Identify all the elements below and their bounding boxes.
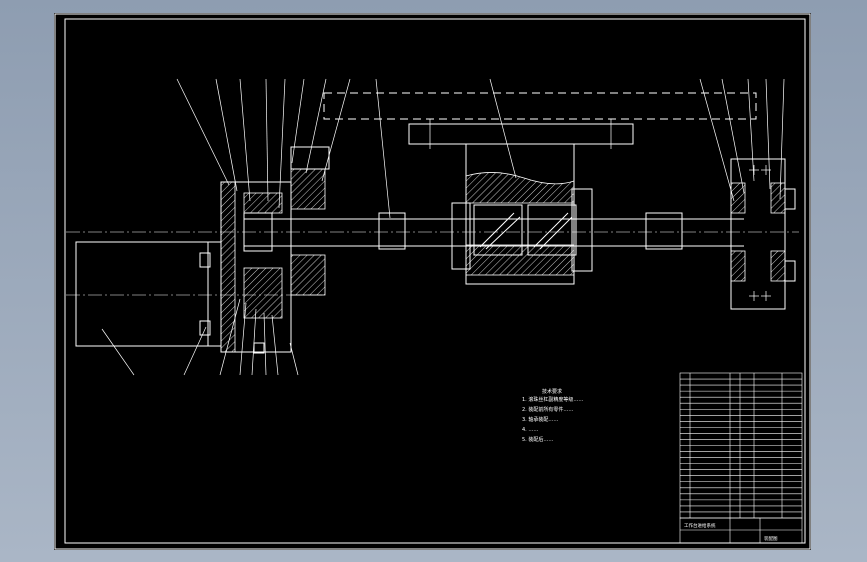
leader-lines-top (176, 78, 785, 219)
left-gearbox (220, 146, 330, 354)
ball-screw-shaft (66, 212, 799, 250)
cad-viewport[interactable]: 技术要求 1. 滚珠丝杠副精度等级…… 2. 装配前所有零件…… 3. 轴承装配… (54, 13, 811, 550)
parts-list (679, 372, 803, 519)
title-block: 工作台进给系统 装配图 (679, 517, 803, 544)
right-bearing-support (730, 158, 796, 310)
note-5: 5. 装配后…… (522, 436, 553, 443)
ballscrew-nut (451, 143, 593, 285)
note-2: 2. 装配前所有零件…… (522, 406, 573, 413)
motor (66, 241, 324, 347)
note-1: 1. 滚珠丝杠副精度等级…… (522, 396, 583, 403)
outer-frame (54, 13, 811, 550)
note-3: 3. 轴承装配…… (522, 416, 558, 423)
technical-notes: 技术要求 1. 滚珠丝杠副精度等级…… 2. 装配前所有零件…… 3. 轴承装配… (522, 388, 583, 443)
notes-title: 技术要求 (542, 388, 562, 395)
note-4: 4. …… (522, 427, 538, 433)
leader-lines-bottom (101, 298, 299, 376)
drawing-title: 工作台进给系统 (684, 522, 716, 529)
worktable-outline (323, 92, 757, 120)
assembly-drawing: 技术要求 1. 滚珠丝杠副精度等级…… 2. 装配前所有零件…… 3. 轴承装配… (54, 13, 811, 550)
company-name: 装配图 (764, 535, 778, 542)
inner-frame (64, 18, 806, 544)
